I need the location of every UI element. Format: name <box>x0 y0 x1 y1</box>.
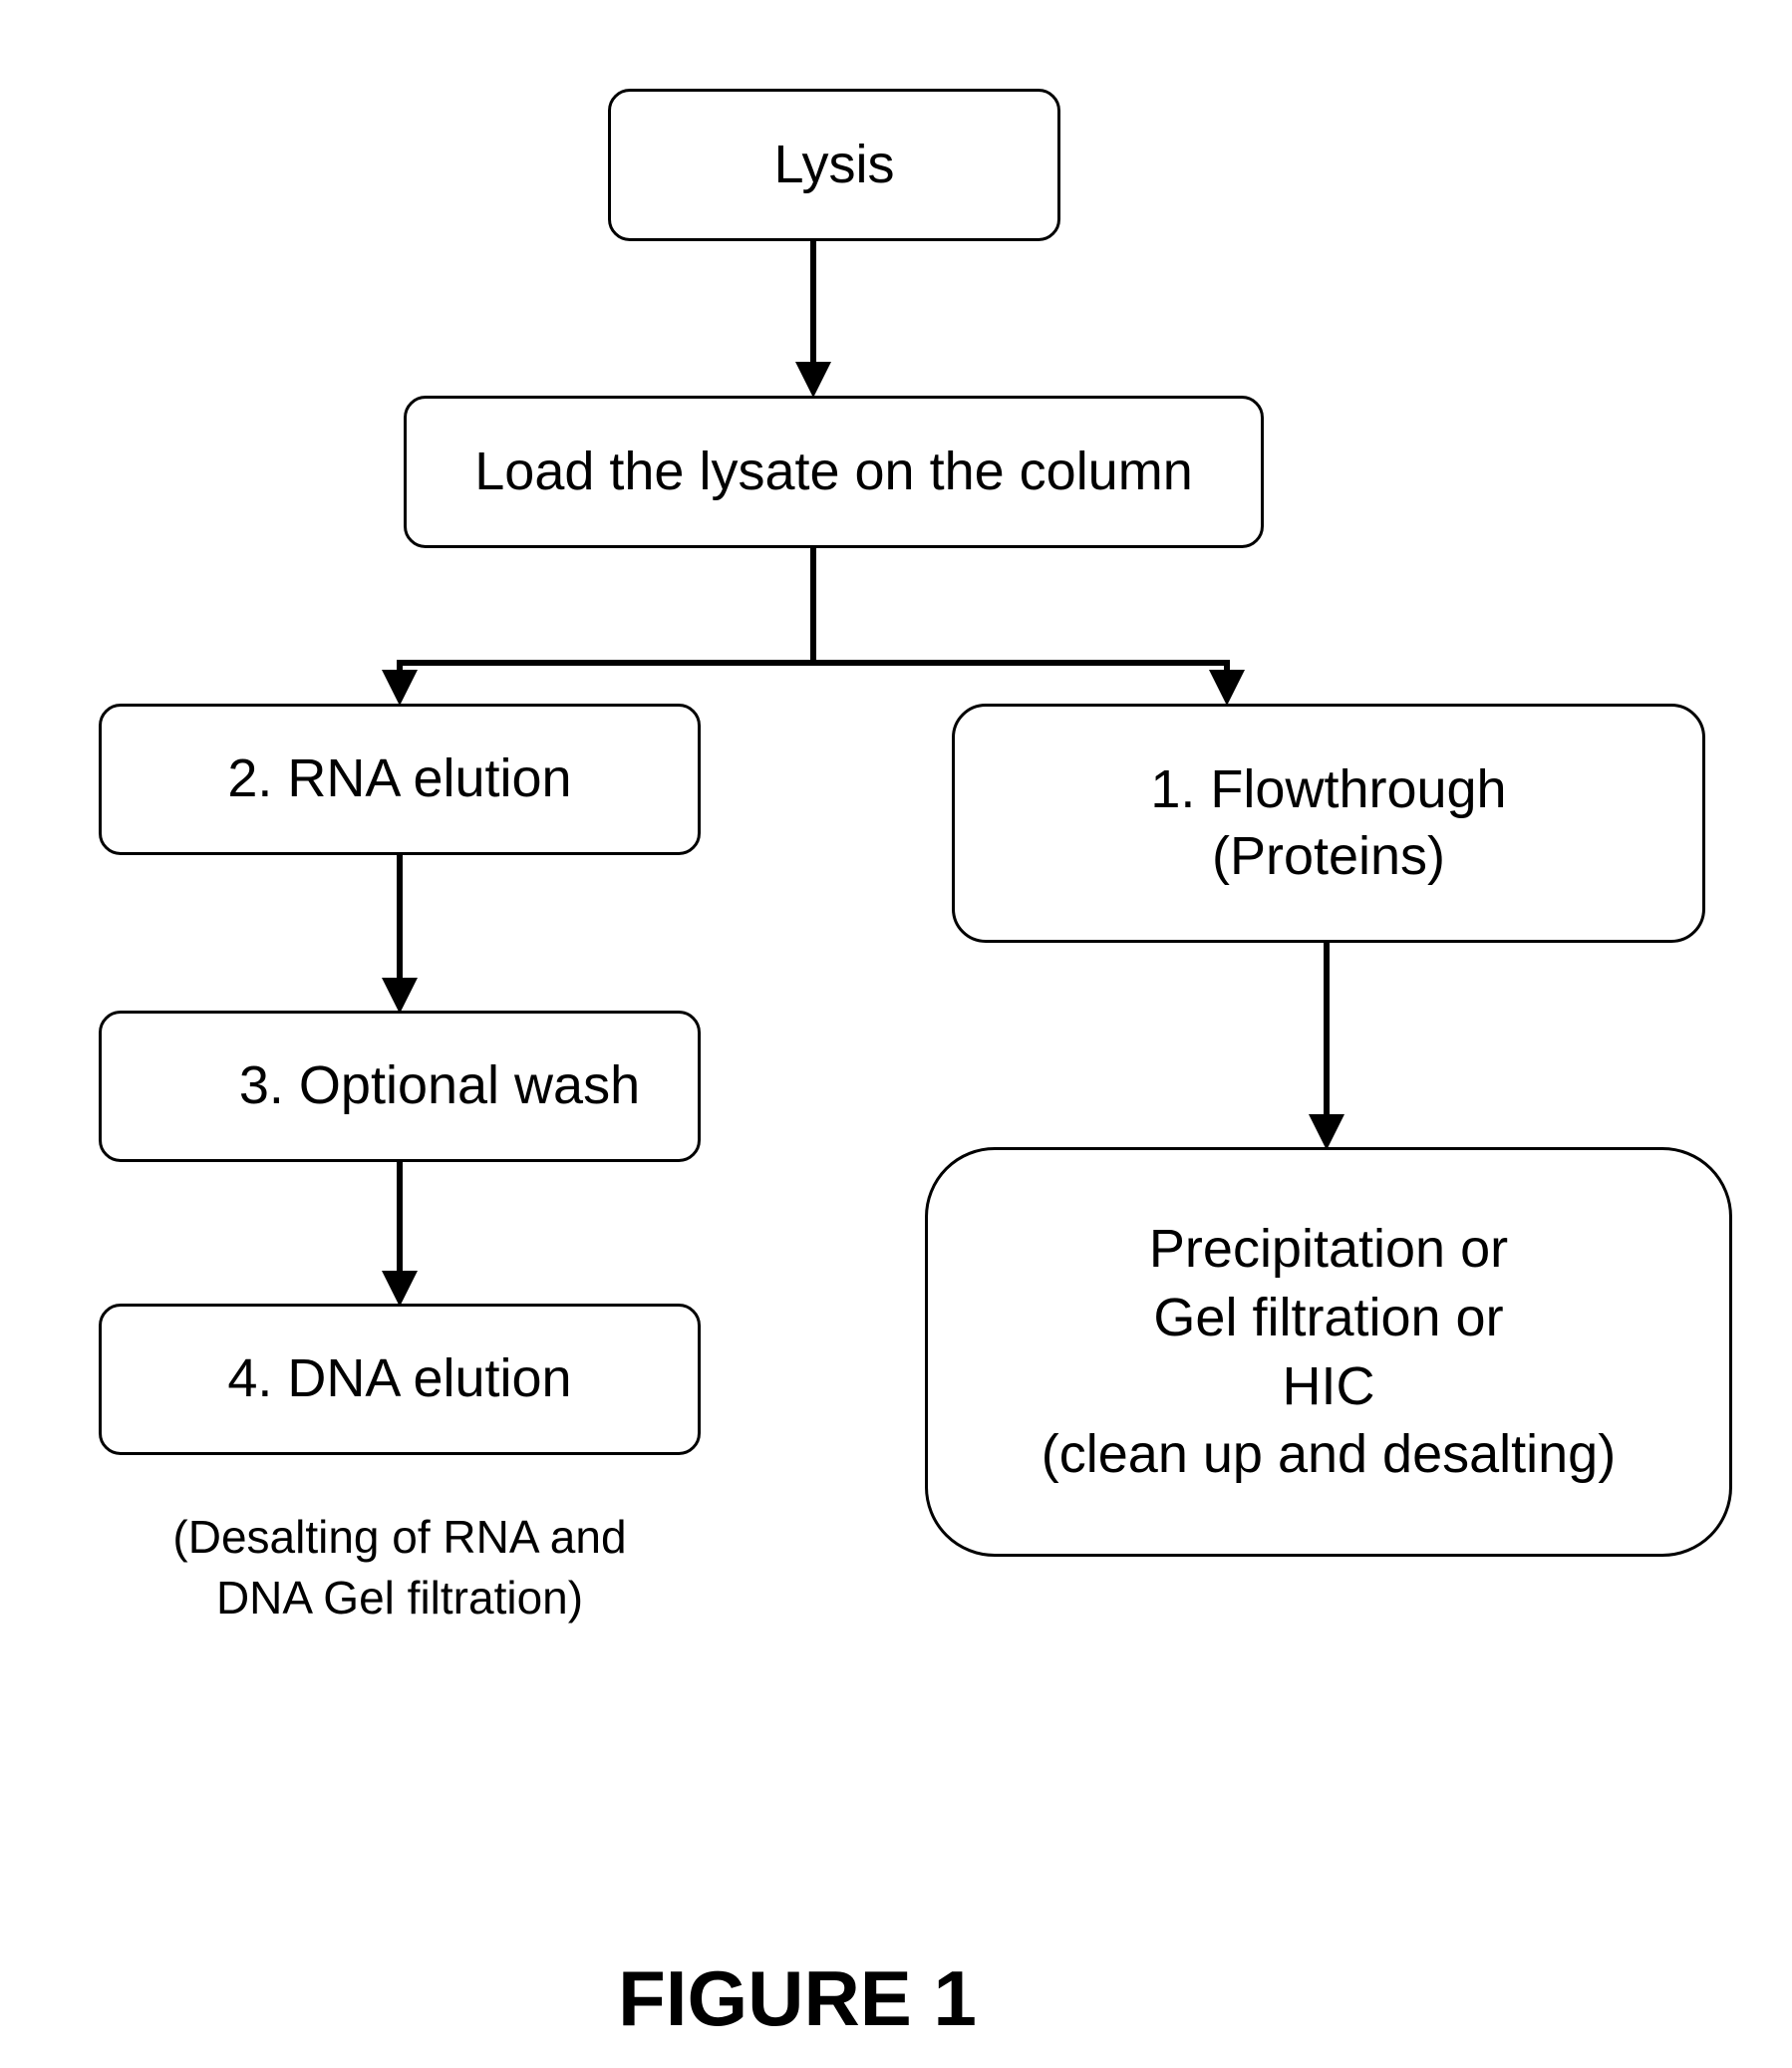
node-load-lysate: Load the lysate on the column <box>404 396 1264 548</box>
node-optional-wash-text: 3. Optional wash <box>239 1052 640 1120</box>
node-cleanup-line-2: Gel filtration or <box>1153 1284 1503 1352</box>
node-rna-elution-text: 2. RNA elution <box>227 745 571 813</box>
node-flowthrough-line-1: 1. Flowthrough <box>1150 756 1506 824</box>
node-cleanup: Precipitation or Gel filtration or HIC (… <box>925 1147 1732 1557</box>
node-flowthrough: 1. Flowthrough (Proteins) <box>952 704 1705 943</box>
desalting-note-line-1: (Desalting of RNA and <box>99 1507 701 1568</box>
node-optional-wash: 3. Optional wash <box>99 1011 701 1162</box>
desalting-note: (Desalting of RNA and DNA Gel filtration… <box>99 1507 701 1628</box>
node-flowthrough-line-2: (Proteins) <box>1212 823 1445 891</box>
node-dna-elution-text: 4. DNA elution <box>227 1345 571 1413</box>
node-dna-elution: 4. DNA elution <box>99 1304 701 1455</box>
node-cleanup-line-4: (clean up and desalting) <box>1042 1420 1616 1489</box>
node-load-lysate-text: Load the lysate on the column <box>474 439 1192 506</box>
node-cleanup-line-1: Precipitation or <box>1149 1215 1508 1284</box>
node-lysis: Lysis <box>608 89 1060 241</box>
node-rna-elution: 2. RNA elution <box>99 704 701 855</box>
node-lysis-text: Lysis <box>773 132 894 199</box>
figure-label: FIGURE 1 <box>558 1953 1037 2044</box>
node-cleanup-line-3: HIC <box>1283 1352 1375 1421</box>
desalting-note-line-2: DNA Gel filtration) <box>99 1568 701 1628</box>
